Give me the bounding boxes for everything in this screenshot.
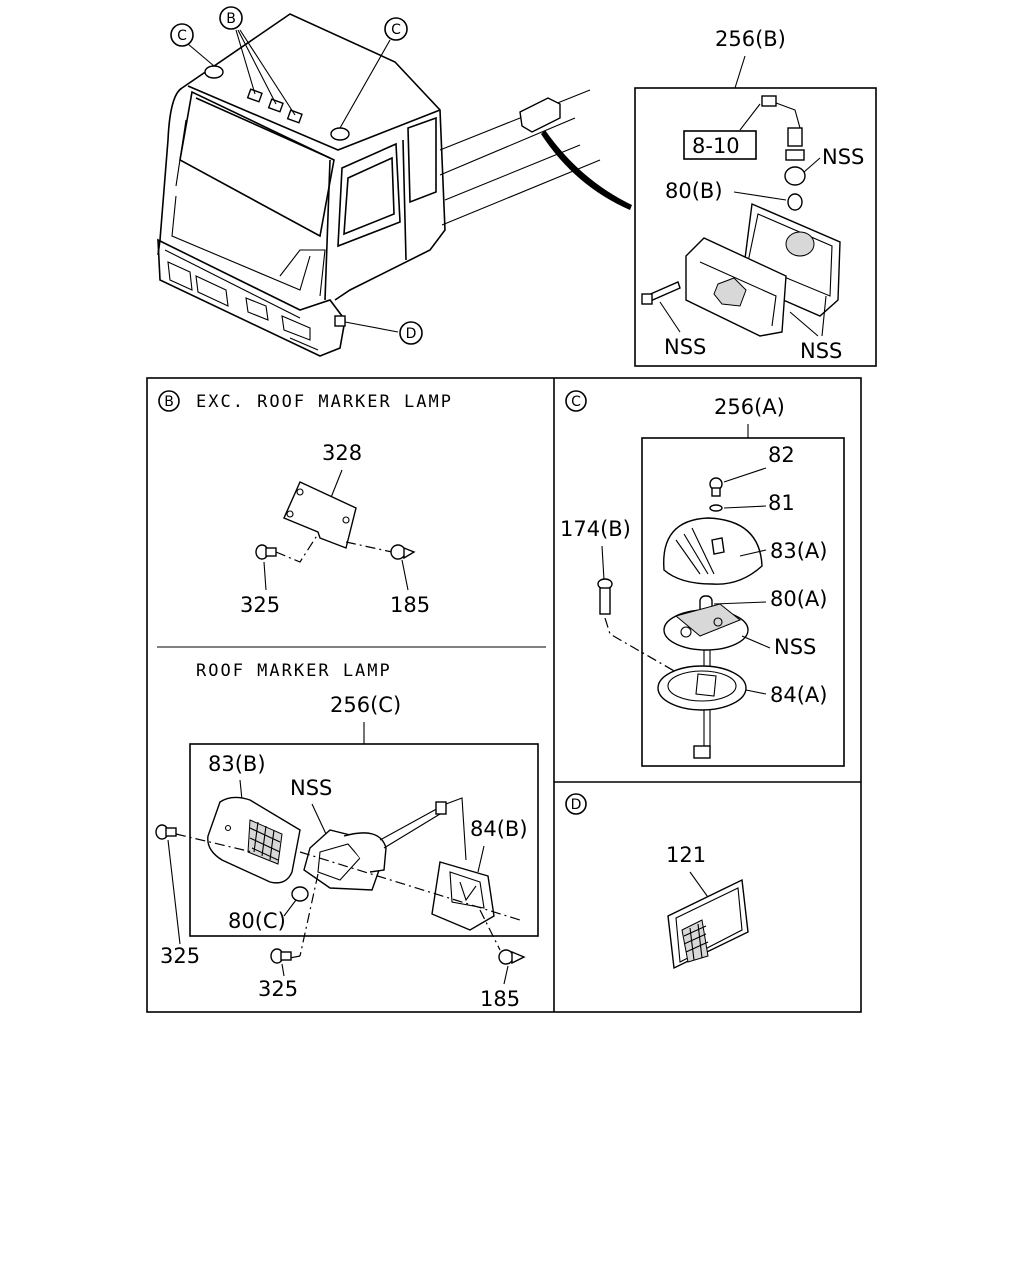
panel-c-roof-lamp: C 256(A) 82 81 83(A) 174(B) 80(A) NSS — [560, 390, 845, 767]
details-frame — [146, 377, 862, 1013]
label-80c: 80(C) — [228, 909, 286, 933]
label-80b: 80(B) — [665, 179, 723, 203]
panel-roof-marker-lamp: ROOF MARKER LAMP 256(C) 83(B) NSS 84(B) … — [155, 661, 539, 1011]
label-121: 121 — [666, 843, 706, 867]
label-83a: 83(A) — [770, 539, 827, 563]
panel-b-heading: EXC. ROOF MARKER LAMP — [196, 392, 453, 412]
label-185-roof: 185 — [480, 987, 520, 1011]
assembly-256b: 256(B) 8-10 NSS 80(B) NSS NSS — [634, 27, 877, 367]
panel-d-reflector: D 121 — [565, 793, 749, 970]
label-174b: 174(B) — [560, 517, 631, 541]
label-82: 82 — [768, 443, 795, 467]
label-nss-lens: NSS — [800, 339, 842, 363]
callout-d: D — [399, 321, 423, 345]
callout-c-left: C — [170, 23, 194, 47]
label-185-b: 185 — [390, 593, 430, 617]
label-84b: 84(B) — [470, 817, 528, 841]
svg-text:D: D — [571, 797, 582, 813]
svg-text:B: B — [226, 11, 236, 27]
roof-panel-heading: ROOF MARKER LAMP — [196, 661, 392, 681]
label-83b: 83(B) — [208, 752, 266, 776]
label-328: 328 — [322, 441, 362, 465]
label-nss-c: NSS — [774, 635, 816, 659]
svg-text:C: C — [177, 28, 187, 44]
label-80a: 80(A) — [770, 587, 827, 611]
label-84a: 84(A) — [770, 683, 827, 707]
panel-b-exc-roof-marker: B EXC. ROOF MARKER LAMP 328 325 185 — [158, 390, 453, 617]
label-325-mid: 325 — [258, 977, 298, 1001]
truck-cab-illustration — [157, 13, 632, 357]
svg-text:D: D — [406, 326, 417, 342]
callout-c-right: C — [384, 17, 408, 41]
svg-text:B: B — [164, 394, 174, 410]
svg-text:C: C — [571, 394, 581, 410]
label-256c: 256(C) — [330, 693, 401, 717]
label-nss-roof: NSS — [290, 776, 332, 800]
label-256b: 256(B) — [715, 27, 786, 51]
label-256a: 256(A) — [714, 395, 785, 419]
label-nss-upper: NSS — [822, 145, 864, 169]
label-325-left: 325 — [160, 944, 200, 968]
label-81: 81 — [768, 491, 795, 515]
ref-box-8-10: 8-10 — [692, 134, 740, 158]
label-nss-screw: NSS — [664, 335, 706, 359]
label-325-b: 325 — [240, 593, 280, 617]
callout-b: B — [219, 6, 243, 30]
svg-text:C: C — [391, 22, 401, 38]
